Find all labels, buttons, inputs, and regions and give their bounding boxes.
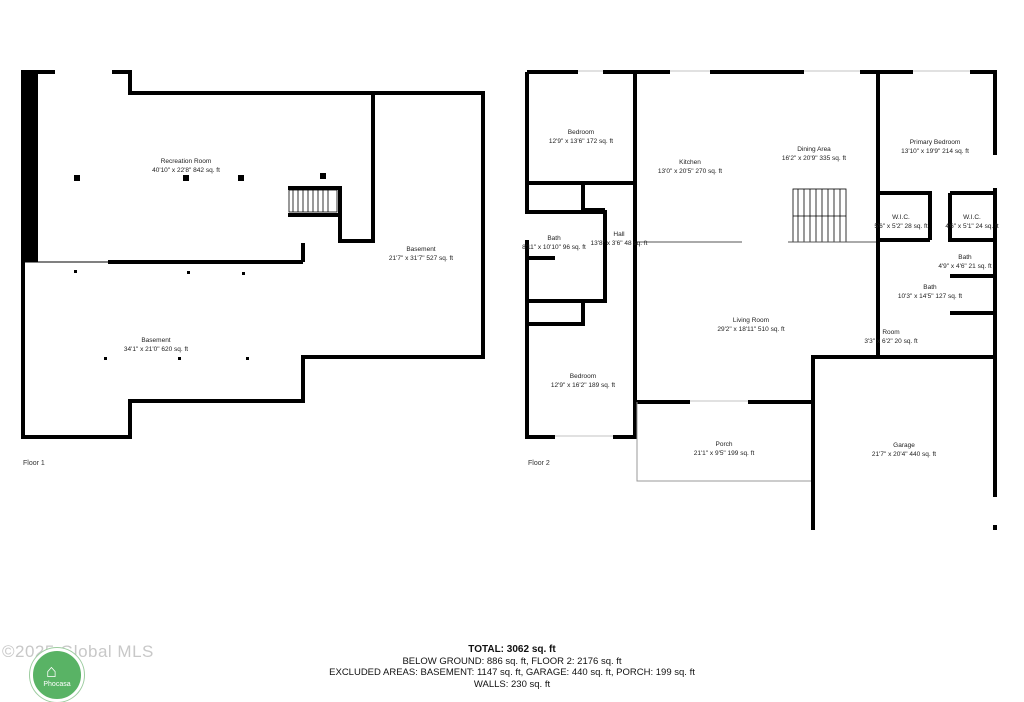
house-icon: ⌂	[46, 661, 57, 681]
floor-2-garage-walls	[813, 355, 997, 530]
room-dims: 12'9" x 13'6" 172 sq. ft	[548, 138, 614, 145]
room-dims: 13'8" x 3'6" 48 sq. ft	[590, 240, 648, 247]
room-name: Bath	[958, 254, 972, 261]
room-dims: 16'2" x 20'9" 335 sq. ft	[781, 155, 847, 162]
room-dims: 21'1" x 9'5" 199 sq. ft	[693, 450, 755, 457]
floor-2-porch-outline	[636, 402, 811, 482]
room-name: Hall	[613, 231, 625, 238]
excluded-areas: EXCLUDED AREAS: BASEMENT: 1147 sq. ft, G…	[329, 667, 695, 678]
room-dims: 4'9" x 4'6" 21 sq. ft	[938, 263, 992, 270]
room-dims: 8'11" x 10'10" 96 sq. ft	[522, 244, 586, 251]
room-dims: 29'2" x 18'11" 510 sq. ft	[717, 326, 785, 333]
floor-1-stairs	[288, 189, 338, 213]
room-name: Primary Bedroom	[909, 139, 961, 146]
room-label-hall: Hall 13'8" x 3'6" 48 sq. ft	[591, 230, 648, 248]
room-label-wic-west: W.I.C. 5'6" x 5'2" 28 sq. ft	[874, 213, 927, 231]
room-name: Room	[882, 329, 900, 336]
room-name: Bedroom	[567, 129, 595, 136]
room-dims: 13'10" x 19'9" 214 sq. ft	[901, 148, 969, 155]
room-label-garage: Garage 21'7" x 20'4" 440 sq. ft	[872, 441, 936, 459]
room-name: Living Room	[732, 317, 770, 324]
floor-label-2: Floor 2	[528, 460, 550, 467]
area-summary: TOTAL: 3062 sq. ft BELOW GROUND: 886 sq.…	[0, 644, 1024, 690]
room-dims: 13'0" x 20'5" 270 sq. ft	[657, 168, 723, 175]
room-label-basement-east: Basement 21'7" x 31'7" 527 sq. ft	[389, 245, 453, 263]
room-name: Bath	[547, 235, 561, 242]
floor-plan-drawing	[21, 70, 997, 530]
room-dims: 3'3" x 6'2" 20 sq. ft	[864, 338, 918, 345]
room-dims: 21'7" x 20'4" 440 sq. ft	[871, 451, 937, 458]
room-label-primary-bedroom: Primary Bedroom 13'10" x 19'9" 214 sq. f…	[901, 138, 969, 156]
room-label-bath-west: Bath 8'11" x 10'10" 96 sq. ft	[522, 234, 586, 252]
floor-2-windows	[525, 70, 997, 525]
floor-2-window-marks	[555, 70, 970, 437]
room-dims: 40'10" x 22'8" 842 sq. ft	[152, 167, 220, 174]
room-name: W.I.C.	[892, 214, 910, 221]
floor-1-thick-wall	[21, 70, 38, 262]
room-name: W.I.C.	[963, 214, 981, 221]
room-name: Basement	[141, 337, 171, 344]
room-label-room: Room 3'3" x 6'2" 20 sq. ft	[864, 328, 917, 346]
room-label-recreation-room: Recreation Room 40'10" x 22'8" 842 sq. f…	[152, 157, 220, 175]
room-label-living-room: Living Room 29'2" x 18'11" 510 sq. ft	[717, 316, 784, 334]
room-label-bedroom-north: Bedroom 12'9" x 13'6" 172 sq. ft	[549, 128, 613, 146]
room-dims: 21'7" x 31'7" 527 sq. ft	[388, 255, 454, 262]
room-label-basement-south: Basement 34'1" x 21'0" 620 sq. ft	[124, 336, 188, 354]
room-name: Garage	[893, 442, 915, 449]
room-dims: 4'6" x 5'1" 24 sq. ft	[945, 223, 999, 230]
room-label-porch: Porch 21'1" x 9'5" 199 sq. ft	[694, 440, 755, 458]
room-dims: 5'6" x 5'2" 28 sq. ft	[874, 223, 928, 230]
room-label-kitchen: Kitchen 13'0" x 20'5" 270 sq. ft	[658, 158, 722, 176]
room-name: Bedroom	[569, 373, 597, 380]
room-label-dining-area: Dining Area 16'2" x 20'9" 335 sq. ft	[782, 145, 846, 163]
room-name: Bath	[923, 284, 937, 291]
room-label-wic-east: W.I.C. 4'6" x 5'1" 24 sq. ft	[945, 213, 998, 231]
floor-label-1: Floor 1	[23, 460, 45, 467]
room-label-bath-primary: Bath 10'3" x 14'5" 127 sq. ft	[898, 283, 962, 301]
below-ground-area: BELOW GROUND: 886 sq. ft, FLOOR 2: 2176 …	[402, 655, 622, 667]
room-name: Dining Area	[797, 146, 831, 153]
room-label-bedroom-south: Bedroom 12'9" x 16'2" 189 sq. ft	[551, 372, 615, 390]
room-label-bath-small: Bath 4'9" x 4'6" 21 sq. ft	[938, 253, 991, 271]
room-name: Porch	[715, 441, 733, 448]
floor-1-walls	[21, 70, 485, 439]
room-dims: 34'1" x 21'0" 620 sq. ft	[123, 346, 189, 353]
room-dims: 10'3" x 14'5" 127 sq. ft	[897, 293, 963, 300]
total-area: TOTAL: 3062 sq. ft	[468, 644, 556, 655]
floor-1-posts	[74, 173, 326, 360]
walls-area: WALLS: 230 sq. ft	[473, 678, 551, 690]
room-name: Basement	[406, 246, 436, 253]
room-name: Recreation Room	[160, 158, 212, 165]
room-name: Kitchen	[679, 159, 701, 166]
floor-2-stairs	[792, 188, 847, 243]
room-dims: 12'9" x 16'2" 189 sq. ft	[550, 382, 616, 389]
